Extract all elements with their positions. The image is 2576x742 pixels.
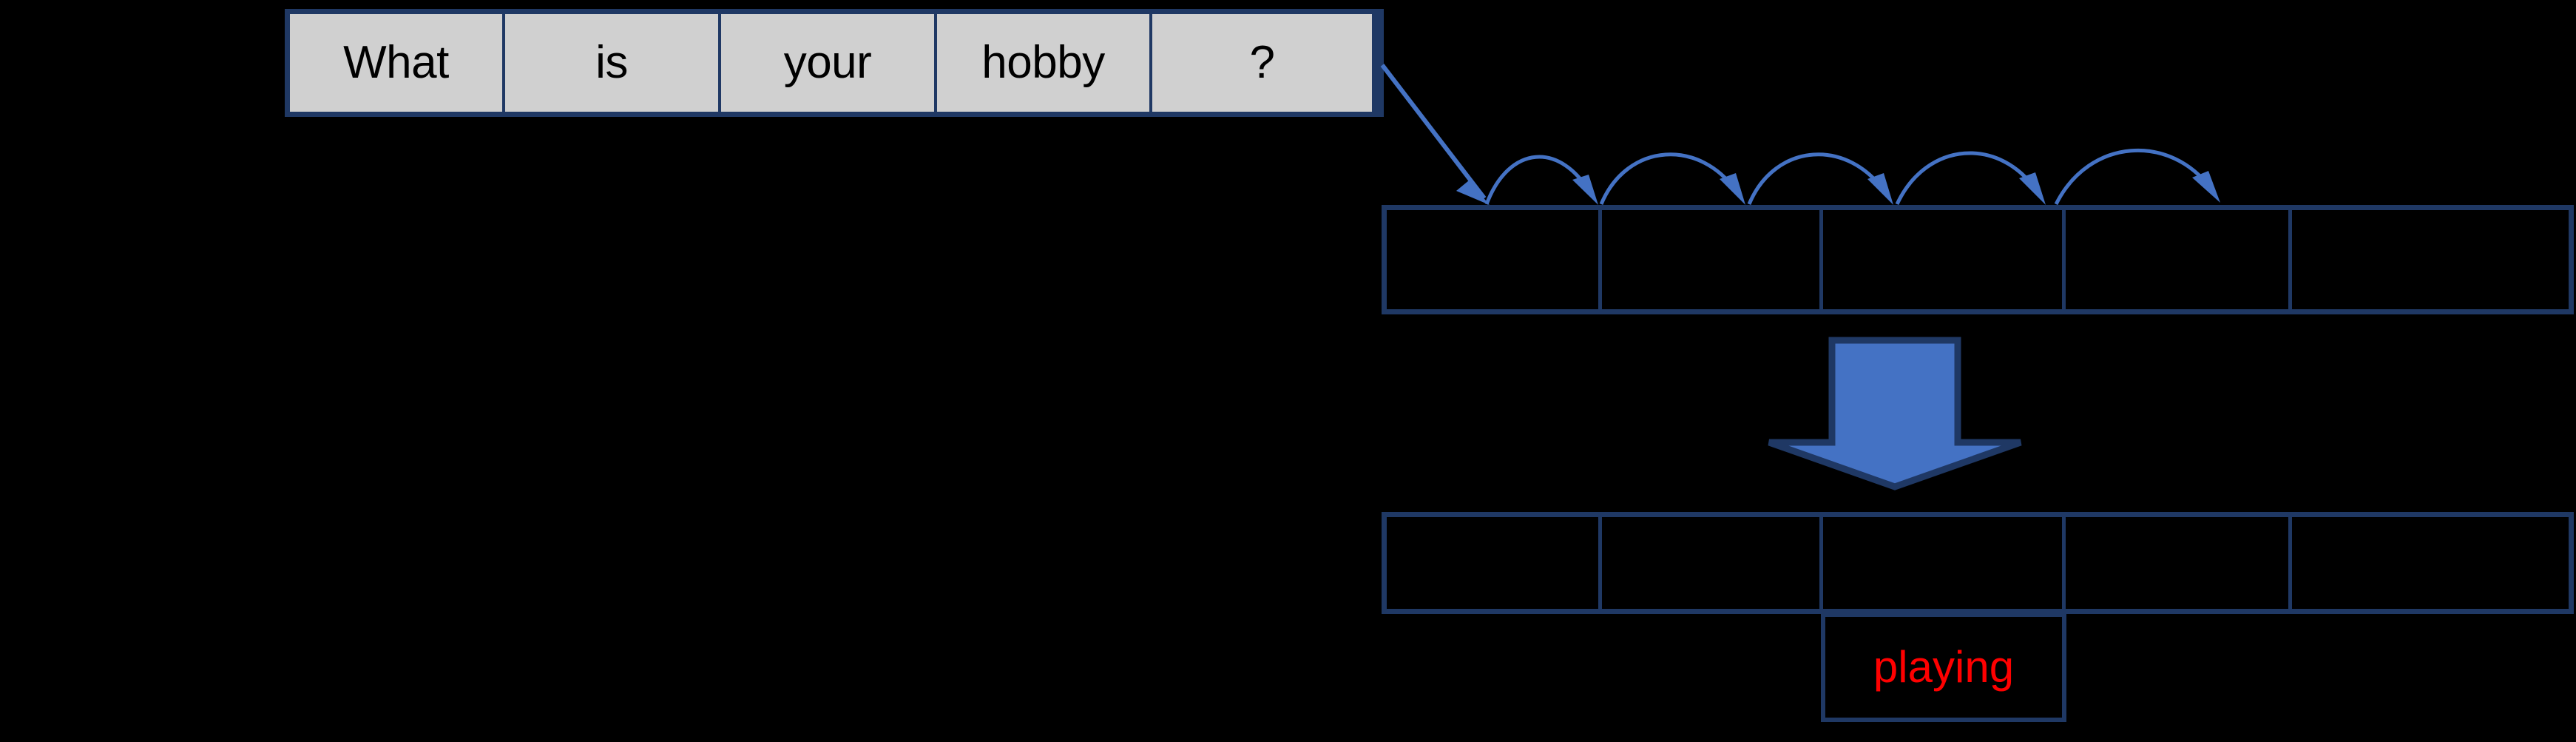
encoder-state-row bbox=[1382, 205, 2574, 314]
hop-arrow-5 bbox=[2054, 148, 2220, 206]
source-token-label: hobby bbox=[981, 37, 1105, 88]
input-question-table: What is your hobby ? bbox=[285, 9, 1384, 117]
encoder-state-cell[interactable] bbox=[2066, 210, 2292, 309]
hop-arrow-4 bbox=[1895, 151, 2046, 206]
feed-arrow bbox=[1380, 64, 1490, 205]
hop-arrow-2 bbox=[1599, 152, 1745, 205]
hop-arrow-3 bbox=[1747, 152, 1893, 205]
source-token-label: What bbox=[343, 37, 449, 88]
decoder-state-cell[interactable] bbox=[2066, 517, 2292, 609]
source-token-label: your bbox=[783, 37, 872, 88]
encoder-state-cell[interactable] bbox=[1823, 210, 2066, 309]
down-block-arrow bbox=[1768, 337, 2022, 490]
decoder-state-cell[interactable] bbox=[2292, 517, 2569, 609]
encoder-state-cell[interactable] bbox=[2292, 210, 2569, 309]
source-token-cell[interactable]: ? bbox=[1152, 14, 1372, 112]
source-token-label: ? bbox=[1249, 37, 1275, 88]
source-token-cell[interactable]: hobby bbox=[937, 14, 1152, 112]
hop-arrow-1 bbox=[1484, 155, 1598, 205]
encoder-state-cell[interactable] bbox=[1387, 210, 1602, 309]
source-token-cell[interactable]: your bbox=[721, 14, 937, 112]
decoder-state-cell[interactable] bbox=[1387, 517, 1602, 609]
decoder-state-cell[interactable] bbox=[1602, 517, 1823, 609]
encoder-state-cell[interactable] bbox=[1602, 210, 1823, 309]
decoder-state-cell[interactable] bbox=[1823, 517, 2066, 609]
source-token-label: is bbox=[595, 37, 628, 88]
decoder-state-row bbox=[1382, 512, 2574, 614]
predicted-word-label: playing bbox=[1873, 642, 2015, 692]
predicted-word-cell[interactable]: playing bbox=[1821, 613, 2066, 722]
source-token-cell[interactable]: What bbox=[290, 14, 505, 112]
source-token-cell[interactable]: is bbox=[505, 14, 721, 112]
